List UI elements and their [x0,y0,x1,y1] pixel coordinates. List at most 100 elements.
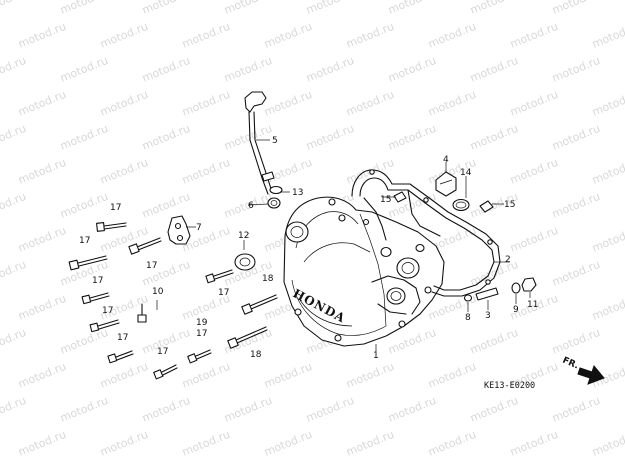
watermark-text: motod.ru [222,122,274,153]
watermark-text: motod.ru [344,88,396,119]
watermark-text: motod.ru [550,190,602,221]
callout-label: 9 [513,305,519,315]
watermark-text: motod.ru [304,122,356,153]
bolt [153,364,178,380]
watermark-text: motod.ru [180,20,232,51]
callout-label: 5 [272,136,278,146]
bolt [107,350,134,364]
callout-label: 17 [146,261,157,271]
watermark-text: motod.ru [180,360,232,391]
callout-label: 17 [196,329,207,339]
watermark-text: motod.ru [180,88,232,119]
watermark-text: motod.ru [16,428,68,459]
bolt [205,269,234,284]
watermark-text: motod.ru [468,0,520,17]
callout-label: 17 [79,236,90,246]
watermark-text: motod.ru [0,0,28,17]
bearing [234,253,256,271]
watermark-text: motod.ru [0,394,28,425]
watermark-text: motod.ru [468,326,520,357]
watermark-text: motod.ru [0,122,28,153]
watermark-text: motod.ru [386,0,438,17]
watermark-text: motod.ru [550,394,602,425]
watermark-text: motod.ru [508,156,560,187]
callout-label: 17 [92,276,103,286]
callout-label: 17 [110,203,121,213]
bolt [96,222,127,232]
diagram-code: KE13-E0200 [484,381,535,391]
watermark-text: motod.ru [262,360,314,391]
callout-label: 10 [152,287,164,297]
watermark-text: motod.ru [590,224,625,255]
watermark-text: motod.ru [222,0,274,17]
bolt [241,294,278,315]
watermark-text: motod.ru [590,428,625,459]
watermark-text: motod.ru [426,20,478,51]
gasket [351,169,501,297]
watermark-text: motod.ru [58,54,110,85]
watermark-text: motod.ru [426,88,478,119]
watermark-text: motod.ru [98,156,150,187]
watermark-text: motod.ru [98,88,150,119]
watermark-text: motod.ru [222,394,274,425]
watermark-text: motod.ru [16,88,68,119]
watermark-text: motod.ru [58,0,110,17]
watermark-text: motod.ru [344,360,396,391]
watermark-text: motod.ru [590,20,625,51]
callout-label: 15 [380,195,391,205]
watermark-text: motod.ru [468,122,520,153]
callout-label: 11 [527,300,538,310]
watermark-text: motod.ru [550,0,602,17]
watermark-text: motod.ru [16,224,68,255]
watermark-text: motod.ru [590,88,625,119]
watermark-text: motod.ru [140,54,192,85]
watermark-text: motod.ru [16,20,68,51]
callout-labels: 1 2 3 4 5 6 7 8 9 10 11 12 13 14 15 15 1… [79,136,538,361]
leader-lines [156,139,531,352]
callout-label: 12 [238,231,249,241]
watermark-text: motod.ru [508,428,560,459]
bolt [81,292,110,305]
watermark-text: motod.ru [590,156,625,187]
watermark-text: motod.ru [508,20,560,51]
dowel-pins [393,191,494,213]
callout-label: 18 [250,350,262,360]
callout-label: 13 [292,188,303,198]
watermark-text: motod.ru [550,122,602,153]
watermark-text: motod.ru [386,122,438,153]
watermark-text: motod.ru [344,428,396,459]
watermark-text: motod.ru [0,190,28,221]
watermark-text: motod.ru [58,394,110,425]
watermark-text: motod.ru [140,0,192,17]
watermark-text: motod.ru [468,54,520,85]
callout-label: 17 [218,288,229,298]
callout-label: 18 [262,274,274,284]
watermark-text: motod.ru [58,326,110,357]
watermark-text: motod.ru [98,360,150,391]
watermark-text: motod.ru [262,88,314,119]
watermark-text: motod.ru [180,156,232,187]
watermark-text: motod.ru [344,20,396,51]
watermark-text: motod.ru [262,156,314,187]
callout-label: 17 [102,306,113,316]
arrow-icon [577,364,605,385]
watermark-text: motod.ru [16,292,68,323]
watermark-text: motod.ru [0,258,28,289]
watermark-text: motod.ru [426,428,478,459]
watermark-text: motod.ru [98,428,150,459]
watermark-text: motod.ru [550,258,602,289]
watermark-text: motod.ru [386,394,438,425]
watermark-text: motod.ru [304,394,356,425]
watermark-text: motod.ru [550,326,602,357]
watermark-text: motod.ru [508,88,560,119]
watermark-text: motod.ru [468,394,520,425]
lever-shaft [244,91,283,209]
watermark-text: motod.ru [140,122,192,153]
callout-label: 15 [504,200,515,210]
callout-label: 14 [460,168,472,178]
callout-label: 2 [505,255,511,265]
bolt [187,349,212,364]
clutch-cover: HONDA [283,196,445,347]
